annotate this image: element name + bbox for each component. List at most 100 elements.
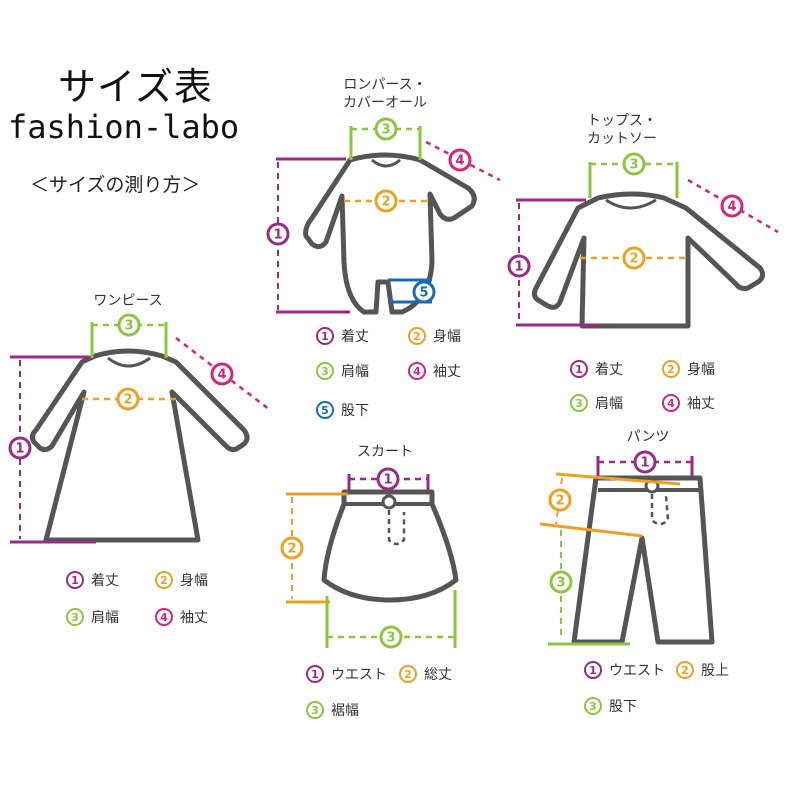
skirt-badge-3-icon: 3 [379, 625, 403, 649]
onepiece-title: ワンピース [93, 293, 163, 309]
romper-badge-3-icon: 3 [374, 117, 398, 141]
tops-badge-3-icon: 3 [622, 152, 646, 176]
tops-title-line2: カットソー [587, 131, 657, 147]
romper-badge-4-icon: 4 [448, 148, 472, 172]
tops-legend-item-3: 3 肩幅 [570, 393, 623, 413]
pants-legend-item-3: 3 股下 [584, 696, 637, 716]
svg-text:3: 3 [629, 158, 638, 173]
onepiece-badge-2-icon: 2 [116, 387, 140, 411]
tops-neckline [605, 198, 657, 210]
tops-legend-item-2: 2 身幅 [662, 359, 715, 379]
svg-text:1: 1 [640, 456, 649, 471]
romper-legend-label-5: 股下 [341, 403, 369, 419]
pants-figure [539, 456, 715, 646]
page-title: サイズ表 [58, 65, 213, 109]
tops-title-line1: トップス・ [587, 113, 657, 129]
romper-badge-1-icon: 1 [266, 222, 290, 246]
svg-text:3: 3 [381, 123, 390, 138]
romper-legend-label-4: 袖丈 [433, 364, 461, 380]
badge-2-icon: 2 [399, 665, 417, 683]
pants-badge-2-icon: 2 [548, 488, 572, 512]
romper-legend-label-1: 着丈 [341, 329, 369, 345]
pants-legend-label-3: 股下 [609, 699, 637, 715]
svg-text:2: 2 [123, 393, 132, 408]
badge-5-icon: 5 [316, 401, 334, 419]
svg-text:4: 4 [727, 200, 736, 215]
tops-badge-4-icon: 4 [720, 194, 744, 218]
svg-text:4: 4 [217, 368, 226, 383]
romper-figure [276, 126, 501, 315]
pants-legend-item-2: 2 股上 [676, 660, 729, 680]
pants-outline [571, 475, 715, 645]
romper-legend-label-3: 肩幅 [341, 364, 369, 380]
badge-4-icon: 4 [408, 362, 426, 380]
onepiece-badge-3-icon: 3 [117, 313, 141, 337]
badge-1-icon: 1 [570, 360, 588, 378]
skirt-legend-item-2: 2 総丈 [399, 664, 452, 684]
tops-badge-2-icon: 2 [622, 246, 646, 270]
skirt-badge-2-icon: 2 [280, 536, 304, 560]
romper-title-line1: ロンパース・ [343, 77, 427, 93]
onepiece-legend-item-1: 1 着丈 [66, 570, 119, 590]
tops-legend-label-2: 身幅 [687, 362, 715, 378]
onepiece-figure [10, 322, 271, 544]
pants-legend-label-2: 股上 [701, 663, 729, 679]
romper-neckline [371, 158, 401, 168]
badge-4-icon: 4 [662, 394, 680, 412]
romper-legend-item-2: 2 身幅 [408, 326, 461, 346]
romper-outline [303, 152, 477, 315]
badge-1-icon: 1 [584, 661, 602, 679]
romper-legend-item-4: 4 袖丈 [408, 361, 461, 381]
romper-badge-2-icon: 2 [374, 189, 398, 213]
tops-legend-item-1: 1 着丈 [570, 359, 623, 379]
svg-text:2: 2 [381, 195, 390, 210]
pants-badge-1-icon: 1 [633, 450, 657, 474]
skirt-title: スカート [357, 444, 413, 460]
tops-outline [531, 191, 766, 329]
page-subtitle: ＜サイズの測り方＞ [30, 174, 201, 196]
svg-text:1: 1 [383, 473, 392, 488]
onepiece-neckline [107, 356, 151, 368]
tops-figure [516, 162, 779, 329]
skirt-legend-item-3: 3 裾幅 [306, 700, 359, 720]
skirt-legend-label-2: 総丈 [424, 667, 452, 683]
pants-2-line-top [555, 472, 681, 486]
onepiece-legend-item-2: 2 身幅 [155, 570, 208, 590]
badge-3-icon: 3 [66, 608, 84, 626]
svg-text:3: 3 [386, 631, 395, 646]
onepiece-legend-item-4: 4 袖丈 [155, 607, 208, 627]
badge-3-icon: 3 [570, 394, 588, 412]
tops-legend-label-3: 肩幅 [595, 396, 623, 412]
svg-text:3: 3 [556, 576, 565, 591]
badge-1-icon: 1 [66, 571, 84, 589]
tops-legend-item-4: 4 袖丈 [662, 393, 715, 413]
svg-text:4: 4 [455, 154, 464, 169]
badge-3-icon: 3 [316, 362, 334, 380]
romper-legend-item-5: 5 股下 [316, 400, 369, 420]
badge-3-icon: 3 [584, 697, 602, 715]
romper-legend-item-1: 1 着丈 [316, 326, 369, 346]
tops-badge-1-icon: 1 [507, 254, 531, 278]
pants-2-line-bottom [539, 522, 643, 538]
brand-name: fashion-labo [8, 108, 240, 146]
onepiece-badge-4-icon: 4 [210, 362, 234, 386]
skirt-figure [286, 474, 459, 648]
pants-legend-item-1: 1 ウエスト [584, 660, 665, 680]
onepiece-legend-label-4: 袖丈 [180, 610, 208, 626]
onepiece-legend-label-1: 着丈 [91, 573, 119, 589]
svg-text:1: 1 [15, 442, 24, 457]
measurement-badges: 1 2 3 4 5 1 2 3 4 1 2 3 4 1 2 3 1 2 3 [8, 117, 744, 649]
svg-text:5: 5 [419, 286, 428, 301]
romper-legend-label-2: 身幅 [433, 329, 461, 345]
skirt-legend-label-1: ウエスト [331, 667, 387, 683]
romper-title: ロンパース・ カバーオール [330, 76, 440, 112]
skirt-badge-1-icon: 1 [376, 467, 400, 491]
pants-title: パンツ [626, 429, 670, 445]
tops-legend-label-4: 袖丈 [687, 396, 715, 412]
badge-2-icon: 2 [408, 327, 426, 345]
badge-2-icon: 2 [676, 661, 694, 679]
onepiece-badge-1-icon: 1 [8, 436, 32, 460]
badge-1-icon: 1 [316, 327, 334, 345]
onepiece-legend-item-3: 3 肩幅 [66, 607, 119, 627]
